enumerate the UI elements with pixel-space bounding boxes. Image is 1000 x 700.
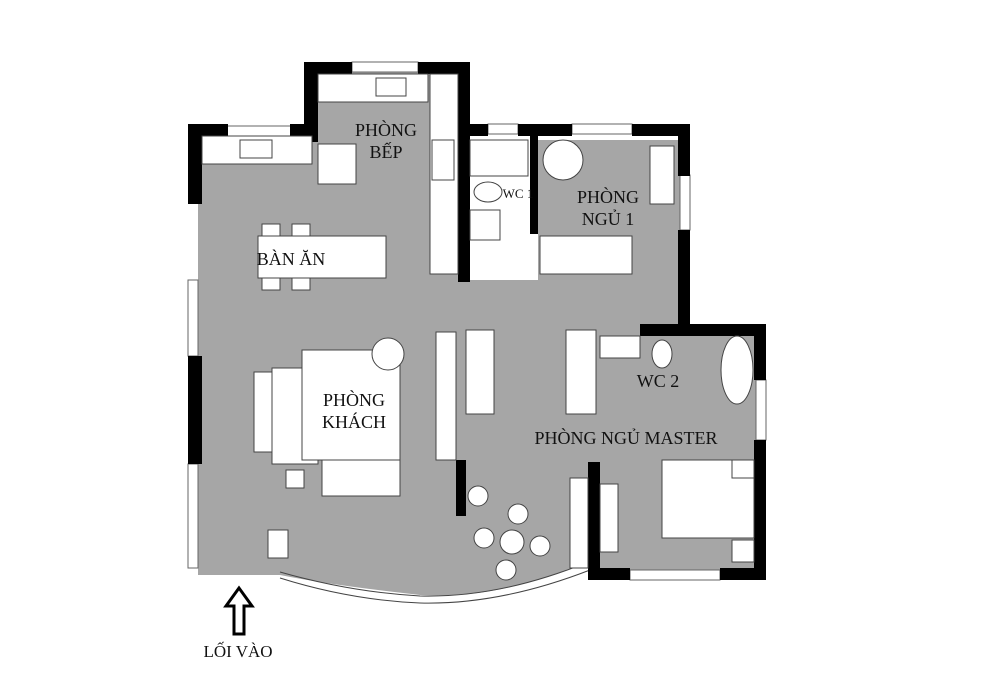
dining-chair [261, 277, 281, 291]
living-cabinet [253, 371, 273, 453]
room-label-wc2: WC 2 [637, 371, 680, 391]
window-master-bottom [629, 569, 721, 581]
kitchen-counter-right [429, 73, 459, 275]
wall [754, 324, 766, 380]
entrance-label: LỐI VÀO [203, 642, 272, 661]
wc2-basin-counter [599, 335, 641, 359]
living-side-table [285, 469, 305, 489]
wall [720, 568, 766, 580]
kitchen-sink [375, 77, 407, 97]
wall [188, 356, 202, 464]
balcony-chair [507, 503, 529, 525]
wc2-bathtub [720, 335, 754, 405]
wc2-toilet [651, 339, 673, 369]
window-bed1-top [571, 123, 633, 135]
room-label-wc1: WC 1 [503, 186, 534, 201]
dining-chair [261, 223, 281, 237]
tv-unit [435, 331, 457, 461]
wall [588, 462, 600, 580]
master-nightstand [731, 539, 755, 563]
curved-window-inner [279, 561, 589, 597]
wall [304, 62, 318, 142]
wall [418, 62, 468, 74]
room-label-master: PHÒNG NGỦ MASTER [534, 427, 717, 448]
window-wc1-top [487, 123, 519, 135]
dining-table [257, 235, 387, 279]
wall [460, 136, 468, 282]
wall [458, 124, 488, 136]
window-kitchen-top [351, 61, 419, 73]
wall [304, 62, 352, 74]
room-label-living: PHÒNG [323, 389, 385, 410]
window-dining-top [225, 125, 293, 137]
living-armchair [321, 459, 401, 497]
wardrobe-left [465, 329, 495, 415]
wall [632, 124, 690, 136]
dining-chair [291, 223, 311, 237]
master-nightstand [731, 459, 755, 479]
wall [518, 124, 572, 136]
wall [530, 136, 538, 234]
room-label-dining: BÀN ĂN [257, 248, 326, 269]
window-master-right [755, 379, 767, 441]
living-rug [301, 349, 401, 461]
balcony-table [499, 529, 525, 555]
room-labels: PHÒNG BẾP BÀN ĂN WC 1 PHÒNG NGỦ 1 PHÒNG … [257, 119, 718, 448]
room-label-living: KHÁCH [322, 411, 386, 432]
furniture [201, 73, 755, 581]
wall [754, 440, 766, 580]
walls [188, 62, 766, 580]
window-living-left [187, 279, 199, 357]
bed1-desk [649, 145, 675, 205]
bed1-lamp [542, 139, 584, 181]
balcony-chair [467, 485, 489, 507]
wall [640, 324, 766, 336]
wall [678, 230, 690, 334]
room-label-kitchen: PHÒNG [355, 119, 417, 140]
wall [456, 460, 466, 516]
entry-console [267, 529, 289, 559]
dining-sink [239, 139, 273, 159]
kitchen-island [317, 143, 357, 185]
wc1-fixtures [469, 139, 529, 177]
stove [431, 139, 455, 181]
room-label-bedroom1: NGỦ 1 [582, 208, 635, 229]
room-label-kitchen: BẾP [369, 141, 402, 162]
balcony-chair [529, 535, 551, 557]
entrance: LỐI VÀO [203, 585, 273, 661]
wc1-toilet [473, 181, 503, 203]
wall [188, 124, 228, 136]
window-living-left-2 [187, 463, 199, 569]
kitchen-counter-top [317, 73, 429, 103]
wardrobe-mid [565, 329, 597, 415]
room-label-bedroom1: PHÒNG [577, 186, 639, 207]
wall [188, 124, 202, 204]
balcony-chair [473, 527, 495, 549]
wc1-shower [469, 209, 501, 241]
master-closet [569, 477, 589, 569]
bed1-bed [539, 235, 633, 275]
master-dresser [599, 483, 619, 553]
window-bed1-right [679, 174, 691, 231]
wall [678, 124, 690, 176]
dining-chair [291, 277, 311, 291]
up-arrow-icon [223, 585, 255, 636]
curved-window [279, 569, 591, 604]
balcony-chair [495, 559, 517, 581]
living-chair-round [371, 337, 405, 371]
